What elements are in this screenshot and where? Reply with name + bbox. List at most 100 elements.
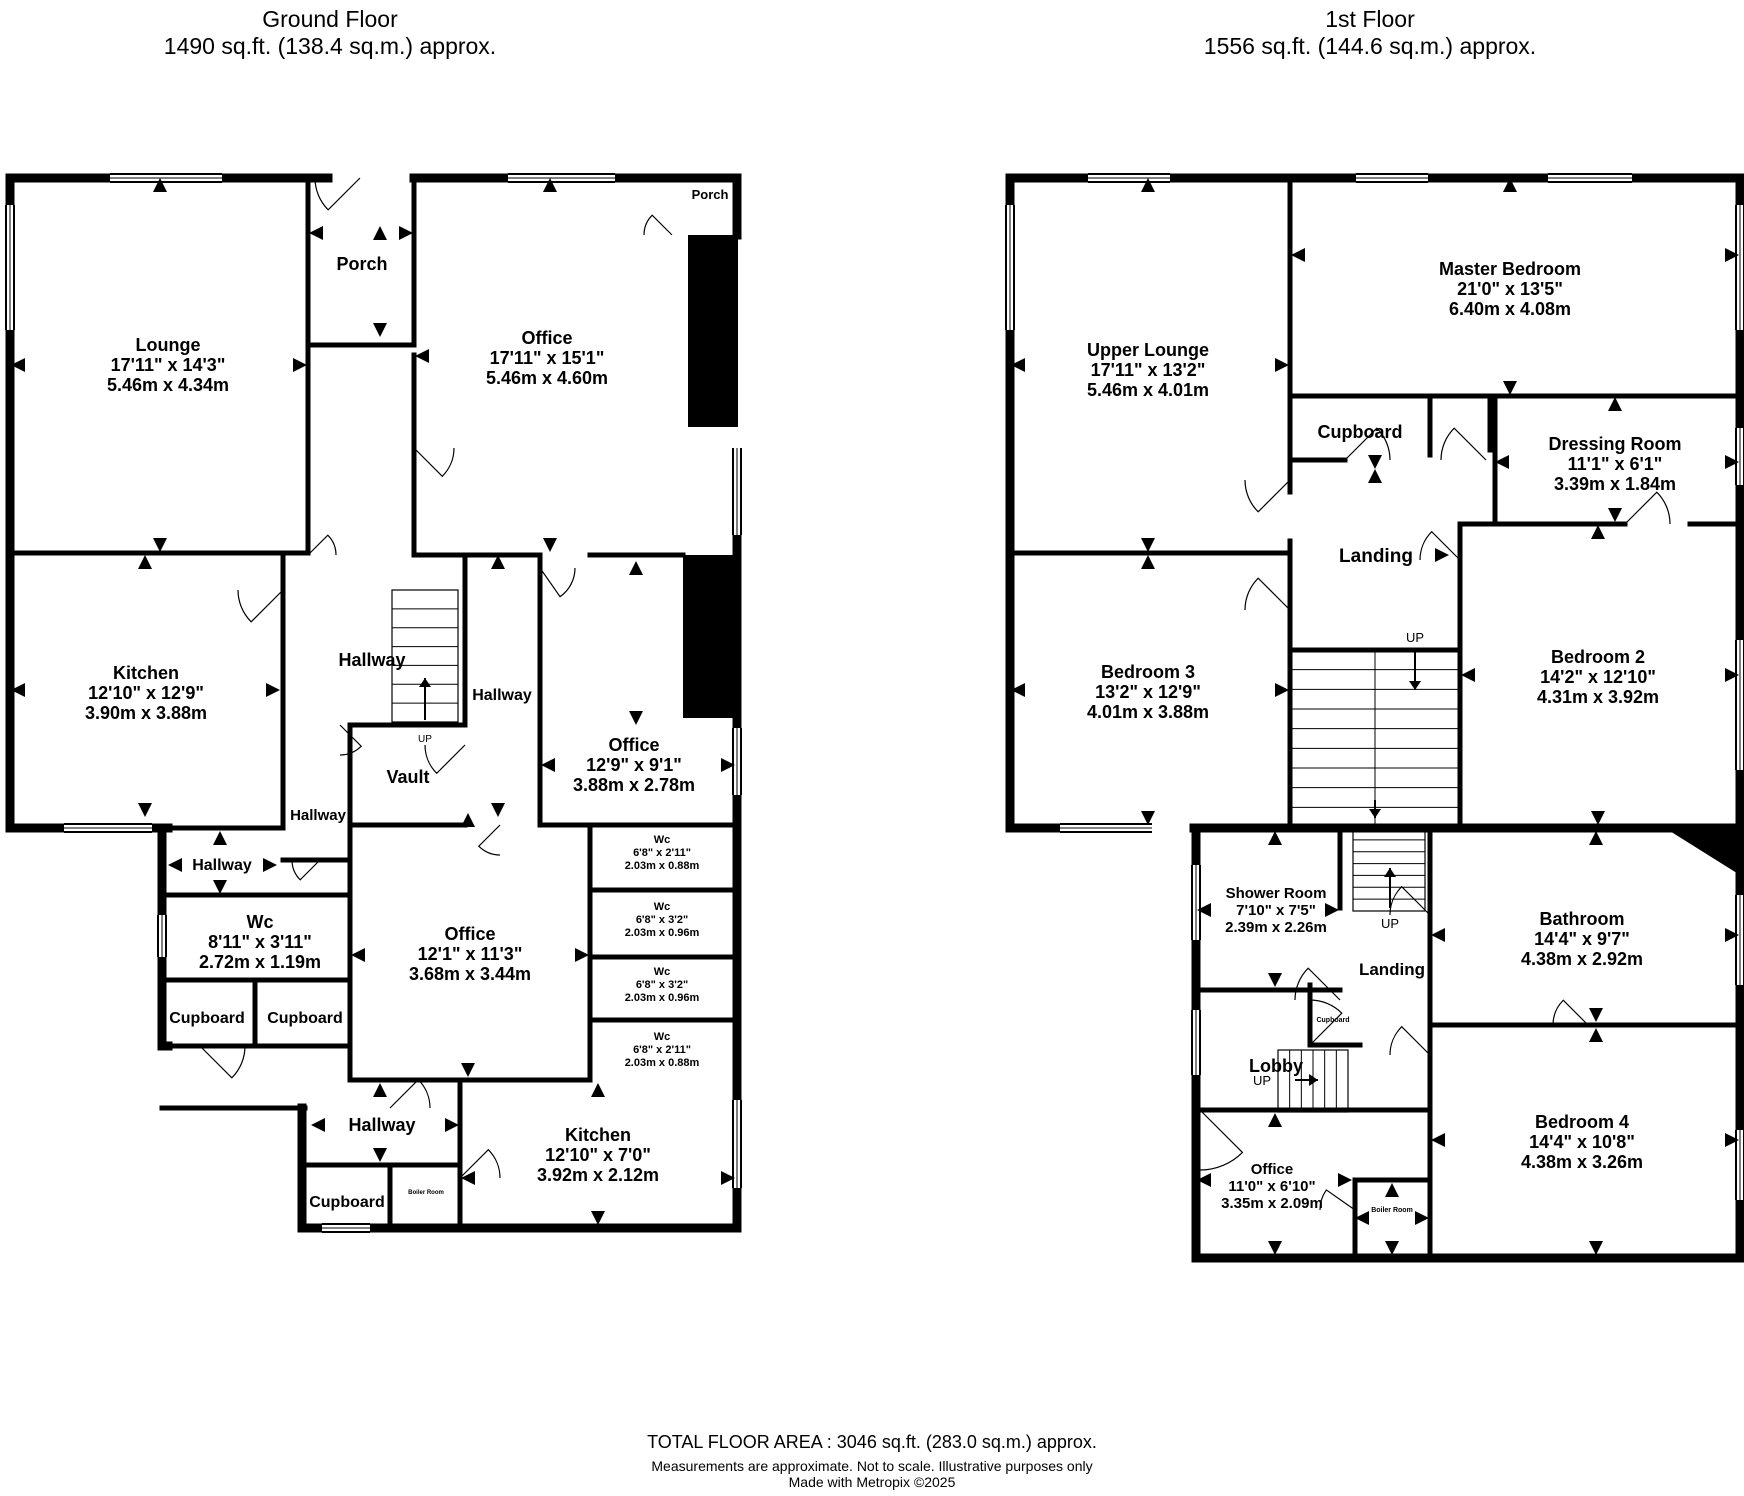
room-imperial: 14'4" x 10'8" [1529, 1132, 1635, 1152]
dimension-arrow [461, 813, 475, 827]
room-metric: 2.39m x 2.26m [1225, 919, 1327, 936]
room-imperial: 21'0" x 13'5" [1457, 279, 1563, 299]
room-name: Cupboard [267, 1010, 343, 1027]
door-swing [291, 859, 321, 881]
dimension-arrow [373, 226, 387, 240]
dimension-arrow [1385, 1241, 1399, 1255]
dimension-arrow [491, 555, 505, 569]
door-swing [539, 567, 576, 598]
room-imperial: 13'2" x 12'9" [1095, 682, 1201, 702]
total-floor-area: TOTAL FLOOR AREA : 3046 sq.ft. (283.0 sq… [647, 1432, 1097, 1452]
room-name: Wc [654, 1031, 671, 1043]
door-swing [339, 724, 363, 756]
dimension-arrow [1725, 668, 1739, 682]
room-imperial: 14'2" x 12'10" [1540, 667, 1656, 687]
door-swing [1624, 491, 1671, 525]
dimension-arrow [1608, 397, 1622, 411]
room-name: Hallway [192, 857, 252, 874]
door-swing [1389, 885, 1431, 916]
room-name: Wc [247, 912, 274, 932]
dimension-arrow [1275, 683, 1289, 697]
room-metric: 2.72m x 1.19m [199, 952, 321, 972]
room-imperial: 12'9" x 9'1" [586, 755, 682, 775]
dimension-arrow [1503, 381, 1517, 395]
room-name: Boiler Room [1371, 1207, 1413, 1214]
room-label: Cupboard [169, 1010, 245, 1027]
room-label: Cupboard [1316, 1017, 1349, 1024]
room-imperial: 12'1" x 11'3" [418, 944, 523, 964]
door-swing [1344, 427, 1391, 461]
dimension-arrow [11, 683, 25, 697]
door-swing [1552, 999, 1589, 1026]
room-label: Cupboard [309, 1194, 385, 1211]
door-swing [1244, 479, 1291, 513]
room-name: Porch [692, 187, 729, 202]
room-label: Boiler Room [408, 1190, 444, 1196]
dimension-arrow [1725, 455, 1739, 469]
room-metric: 3.68m x 3.44m [409, 964, 531, 984]
door-swing [477, 824, 501, 856]
dimension-arrow [629, 561, 643, 575]
dimension-arrow [138, 555, 152, 569]
room-metric: 4.38m x 2.92m [1521, 949, 1643, 969]
door-swing [199, 1045, 246, 1079]
room-imperial: 12'10" x 12'9" [88, 683, 204, 703]
room-imperial: 12'10" x 7'0" [545, 1145, 651, 1165]
room-name: Landing [1339, 546, 1413, 567]
room-name: Kitchen [113, 663, 179, 683]
disclaimer-text: Measurements are approximate. Not to sca… [651, 1458, 1093, 1474]
room-label: Wc6'8" x 2'11"2.03m x 0.88m [625, 1031, 700, 1069]
dimension-arrow [1589, 1028, 1603, 1042]
room-name: Bedroom 2 [1551, 647, 1645, 667]
dimension-arrow [461, 1063, 475, 1077]
dimension-arrow [1589, 1241, 1603, 1255]
room-metric: 3.35m x 2.09m [1221, 1195, 1323, 1212]
room-name: Upper Lounge [1087, 340, 1209, 360]
dimension-arrow [1268, 1113, 1282, 1127]
stair-arrowhead [419, 678, 431, 687]
room-name: Office [444, 924, 495, 944]
dimension-arrow [575, 948, 589, 962]
room-label: Cupboard [267, 1010, 343, 1027]
dimension-arrow [213, 880, 227, 894]
dimension-arrow [263, 858, 277, 872]
room-name: Cupboard [309, 1194, 385, 1211]
dimension-arrow [461, 1171, 475, 1185]
room-name: Office [608, 735, 659, 755]
door-swing [389, 1078, 431, 1109]
stair-up-marker: UP [1406, 630, 1424, 645]
room-name: Master Bedroom [1439, 259, 1581, 279]
dimension-arrow [1268, 831, 1282, 845]
room-label: Lobby [1249, 1056, 1303, 1076]
staircase [391, 589, 459, 723]
dimension-arrow [213, 831, 227, 845]
dimension-arrow [1431, 1133, 1445, 1147]
room-name: Vault [386, 767, 429, 787]
room-name: Office [1251, 1161, 1294, 1178]
dimension-arrow [1275, 358, 1289, 372]
dimension-arrow [1011, 683, 1025, 697]
dimension-arrow [373, 323, 387, 337]
room-label: Bedroom 313'2" x 12'9"4.01m x 3.88m [1087, 662, 1209, 722]
room-label: Wc6'8" x 3'2"2.03m x 0.96m [625, 966, 700, 1004]
dimension-arrow [1355, 1211, 1369, 1225]
dimension-arrow [266, 683, 280, 697]
dimension-arrow [1141, 555, 1155, 569]
room-metric: 3.90m x 3.88m [85, 703, 207, 723]
room-label: Cupboard [1318, 422, 1403, 442]
stair-up-marker: UP [1253, 1073, 1271, 1088]
room-label: Porch [336, 254, 387, 274]
room-label: Hallway [348, 1115, 415, 1135]
dimension-arrow [1503, 178, 1517, 192]
room-metric: 6.40m x 4.08m [1449, 299, 1571, 319]
room-label: Wc6'8" x 2'11"2.03m x 0.88m [625, 834, 700, 872]
dimension-arrow [373, 1083, 387, 1097]
room-name: Boiler Room [408, 1190, 444, 1196]
